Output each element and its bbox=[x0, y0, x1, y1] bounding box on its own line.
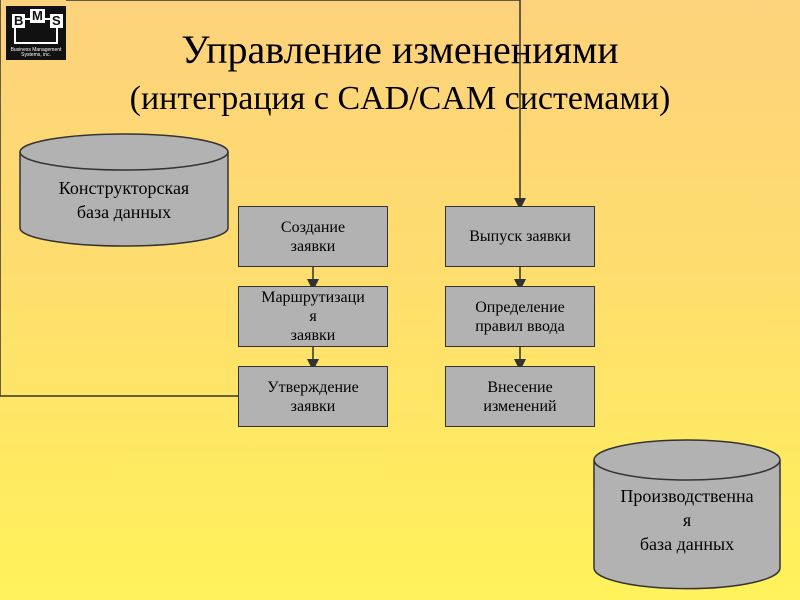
logo-letter-b: B bbox=[12, 13, 26, 28]
step-define-input-rules: Определение правил ввода bbox=[445, 286, 595, 347]
page-subtitle: (интеграция с CAD/CAM системами) bbox=[129, 80, 671, 117]
logo-tagline-1: Business Management bbox=[10, 47, 62, 53]
production-database-label: Производственна я база данных bbox=[620, 486, 754, 554]
step-release-request: Выпуск заявки bbox=[445, 206, 595, 267]
design-database-cylinder bbox=[19, 133, 229, 247]
frame-line-top bbox=[66, 0, 526, 210]
step-route-request: Маршрутизаци я заявки bbox=[238, 286, 388, 347]
logo-letter-m: M bbox=[30, 8, 45, 23]
logo-tagline: Business Management Systems, inc. bbox=[10, 48, 62, 58]
logo-letter-s: S bbox=[50, 13, 63, 28]
step-create-request: Создание заявки bbox=[238, 206, 388, 267]
step-approve-request: Утверждение заявки bbox=[238, 366, 388, 427]
logo-tagline-2: Systems, inc. bbox=[21, 52, 51, 58]
bms-logo: B M S Business Management Systems, inc. bbox=[6, 6, 66, 60]
page-title: Управление изменениями bbox=[181, 27, 619, 72]
production-database-cylinder bbox=[593, 439, 781, 590]
logo-letters: B M S bbox=[12, 8, 64, 46]
design-database-label: Конструкторская база данных bbox=[58, 178, 190, 222]
frame-line-left bbox=[0, 0, 238, 397]
step-apply-changes: Внесение изменений bbox=[445, 366, 595, 427]
